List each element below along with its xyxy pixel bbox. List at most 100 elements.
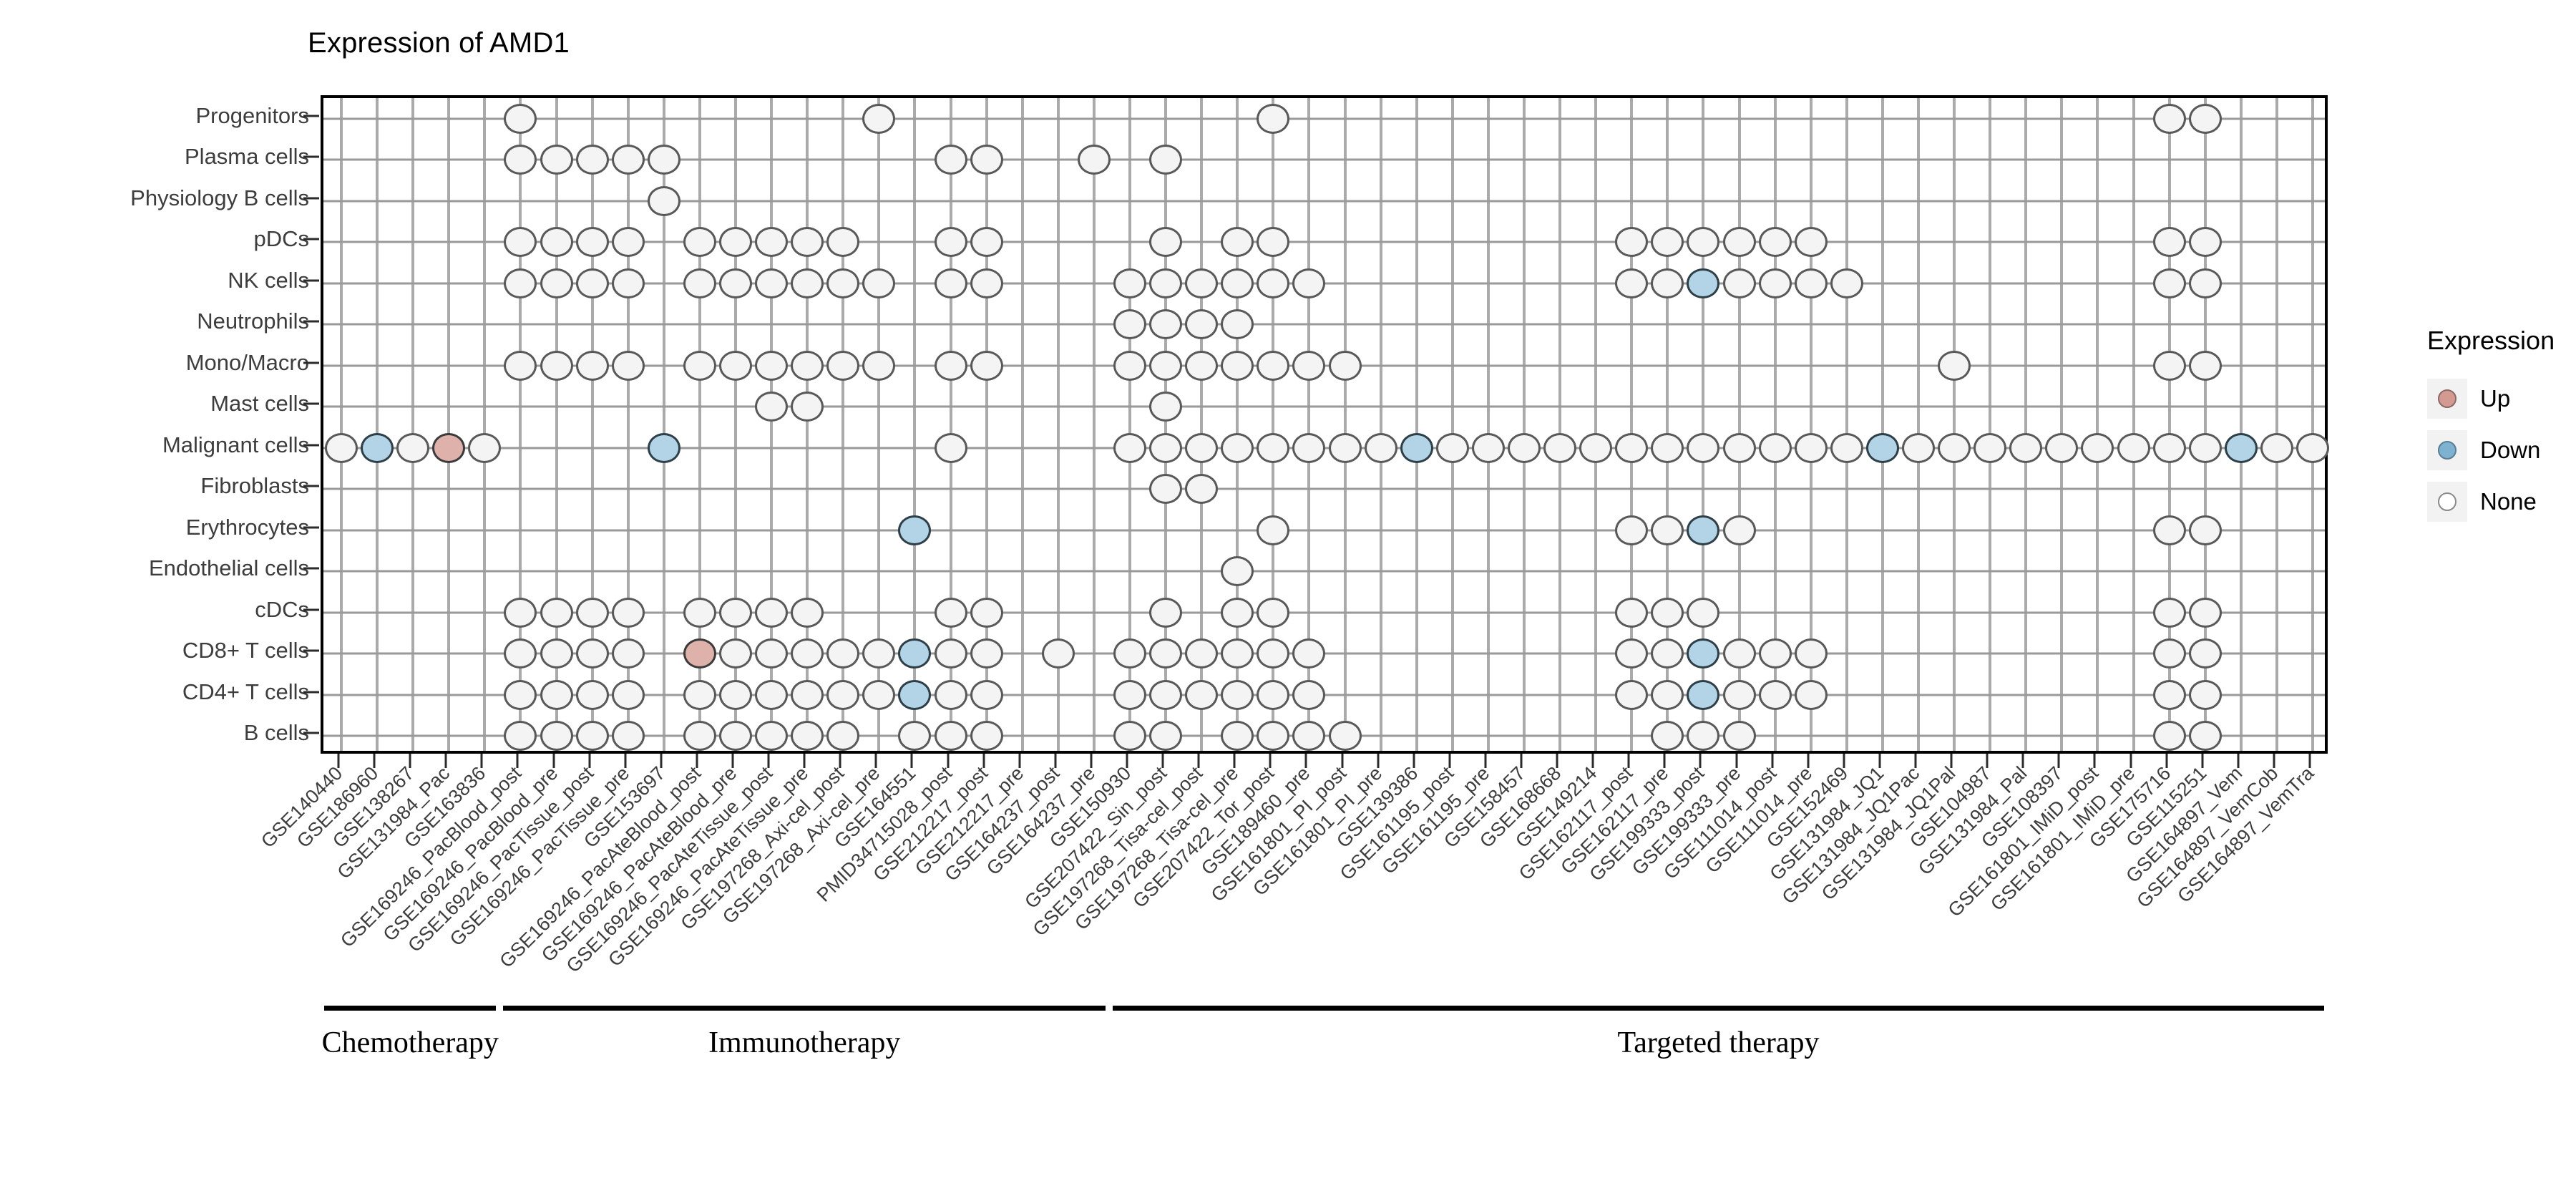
expression-dot[interactable] [1758, 432, 1792, 463]
expression-dot[interactable] [1257, 227, 1290, 258]
expression-dot[interactable] [2152, 432, 2186, 463]
expression-dot[interactable] [1687, 227, 1720, 258]
expression-dot[interactable] [1651, 515, 1684, 545]
expression-dot[interactable] [1830, 432, 1863, 463]
expression-dot[interactable] [2152, 721, 2186, 752]
expression-dot[interactable] [791, 350, 824, 381]
expression-dot[interactable] [1328, 432, 1362, 463]
expression-dot[interactable] [1794, 268, 1828, 298]
expression-dot[interactable] [1113, 679, 1146, 710]
expression-dot[interactable] [1974, 432, 2007, 463]
expression-dot[interactable] [826, 227, 860, 258]
legend-entry[interactable]: None [2427, 476, 2570, 528]
expression-dot[interactable] [934, 679, 967, 710]
expression-dot[interactable] [898, 638, 932, 669]
expression-dot[interactable] [1615, 268, 1649, 298]
expression-dot[interactable] [1794, 638, 1828, 669]
expression-dot[interactable] [1651, 597, 1684, 628]
expression-dot[interactable] [1651, 432, 1684, 463]
expression-dot[interactable] [755, 597, 789, 628]
expression-dot[interactable] [1722, 432, 1756, 463]
expression-dot[interactable] [755, 638, 789, 669]
expression-dot[interactable] [2260, 432, 2293, 463]
expression-dot[interactable] [1722, 227, 1756, 258]
expression-dot[interactable] [575, 721, 609, 752]
expression-dot[interactable] [719, 597, 753, 628]
expression-dot[interactable] [934, 597, 967, 628]
expression-dot[interactable] [1221, 638, 1254, 669]
expression-dot[interactable] [862, 268, 896, 298]
expression-dot[interactable] [1901, 432, 1935, 463]
expression-dot[interactable] [396, 432, 430, 463]
expression-dot[interactable] [934, 145, 967, 175]
expression-dot[interactable] [325, 432, 358, 463]
expression-dot[interactable] [1221, 227, 1254, 258]
expression-dot[interactable] [755, 227, 789, 258]
expression-dot[interactable] [898, 679, 932, 710]
expression-dot[interactable] [683, 721, 716, 752]
expression-dot[interactable] [683, 638, 716, 669]
expression-dot[interactable] [934, 721, 967, 752]
expression-dot[interactable] [2188, 432, 2222, 463]
expression-dot[interactable] [2152, 515, 2186, 545]
expression-dot[interactable] [1221, 556, 1254, 587]
expression-dot[interactable] [1221, 721, 1254, 752]
expression-dot[interactable] [2296, 432, 2329, 463]
expression-dot[interactable] [504, 268, 537, 298]
expression-dot[interactable] [791, 392, 824, 422]
expression-dot[interactable] [1149, 145, 1183, 175]
expression-dot[interactable] [2081, 432, 2114, 463]
expression-dot[interactable] [575, 227, 609, 258]
expression-dot[interactable] [1651, 679, 1684, 710]
expression-dot[interactable] [504, 721, 537, 752]
expression-dot[interactable] [1149, 638, 1183, 669]
expression-dot[interactable] [2152, 350, 2186, 381]
expression-dot[interactable] [970, 145, 1003, 175]
expression-dot[interactable] [1758, 638, 1792, 669]
expression-dot[interactable] [2152, 103, 2186, 134]
expression-dot[interactable] [898, 515, 932, 545]
expression-dot[interactable] [755, 268, 789, 298]
expression-dot[interactable] [1149, 679, 1183, 710]
expression-dot[interactable] [1687, 515, 1720, 545]
expression-dot[interactable] [1221, 597, 1254, 628]
expression-dot[interactable] [2224, 432, 2258, 463]
expression-dot[interactable] [540, 145, 573, 175]
legend-entry[interactable]: Down [2427, 424, 2570, 476]
expression-dot[interactable] [1328, 350, 1362, 381]
expression-dot[interactable] [2152, 597, 2186, 628]
expression-dot[interactable] [1185, 638, 1219, 669]
expression-dot[interactable] [1185, 679, 1219, 710]
expression-dot[interactable] [1865, 432, 1899, 463]
expression-dot[interactable] [1221, 350, 1254, 381]
expression-dot[interactable] [611, 597, 645, 628]
expression-dot[interactable] [1113, 638, 1146, 669]
expression-dot[interactable] [934, 268, 967, 298]
expression-dot[interactable] [1615, 638, 1649, 669]
expression-dot[interactable] [970, 638, 1003, 669]
expression-dot[interactable] [540, 597, 573, 628]
expression-dot[interactable] [2188, 268, 2222, 298]
expression-dot[interactable] [755, 679, 789, 710]
expression-dot[interactable] [575, 145, 609, 175]
expression-dot[interactable] [1794, 679, 1828, 710]
expression-dot[interactable] [826, 350, 860, 381]
expression-dot[interactable] [1687, 679, 1720, 710]
expression-dot[interactable] [934, 432, 967, 463]
expression-dot[interactable] [575, 268, 609, 298]
expression-dot[interactable] [1794, 432, 1828, 463]
expression-dot[interactable] [1149, 268, 1183, 298]
expression-dot[interactable] [2009, 432, 2043, 463]
legend-entry[interactable]: Up [2427, 373, 2570, 424]
expression-dot[interactable] [2152, 227, 2186, 258]
expression-dot[interactable] [826, 638, 860, 669]
expression-dot[interactable] [2188, 597, 2222, 628]
expression-dot[interactable] [1149, 597, 1183, 628]
expression-dot[interactable] [611, 350, 645, 381]
expression-dot[interactable] [934, 638, 967, 669]
expression-dot[interactable] [1185, 309, 1219, 340]
expression-dot[interactable] [611, 145, 645, 175]
expression-dot[interactable] [719, 679, 753, 710]
expression-dot[interactable] [791, 597, 824, 628]
expression-dot[interactable] [1364, 432, 1397, 463]
